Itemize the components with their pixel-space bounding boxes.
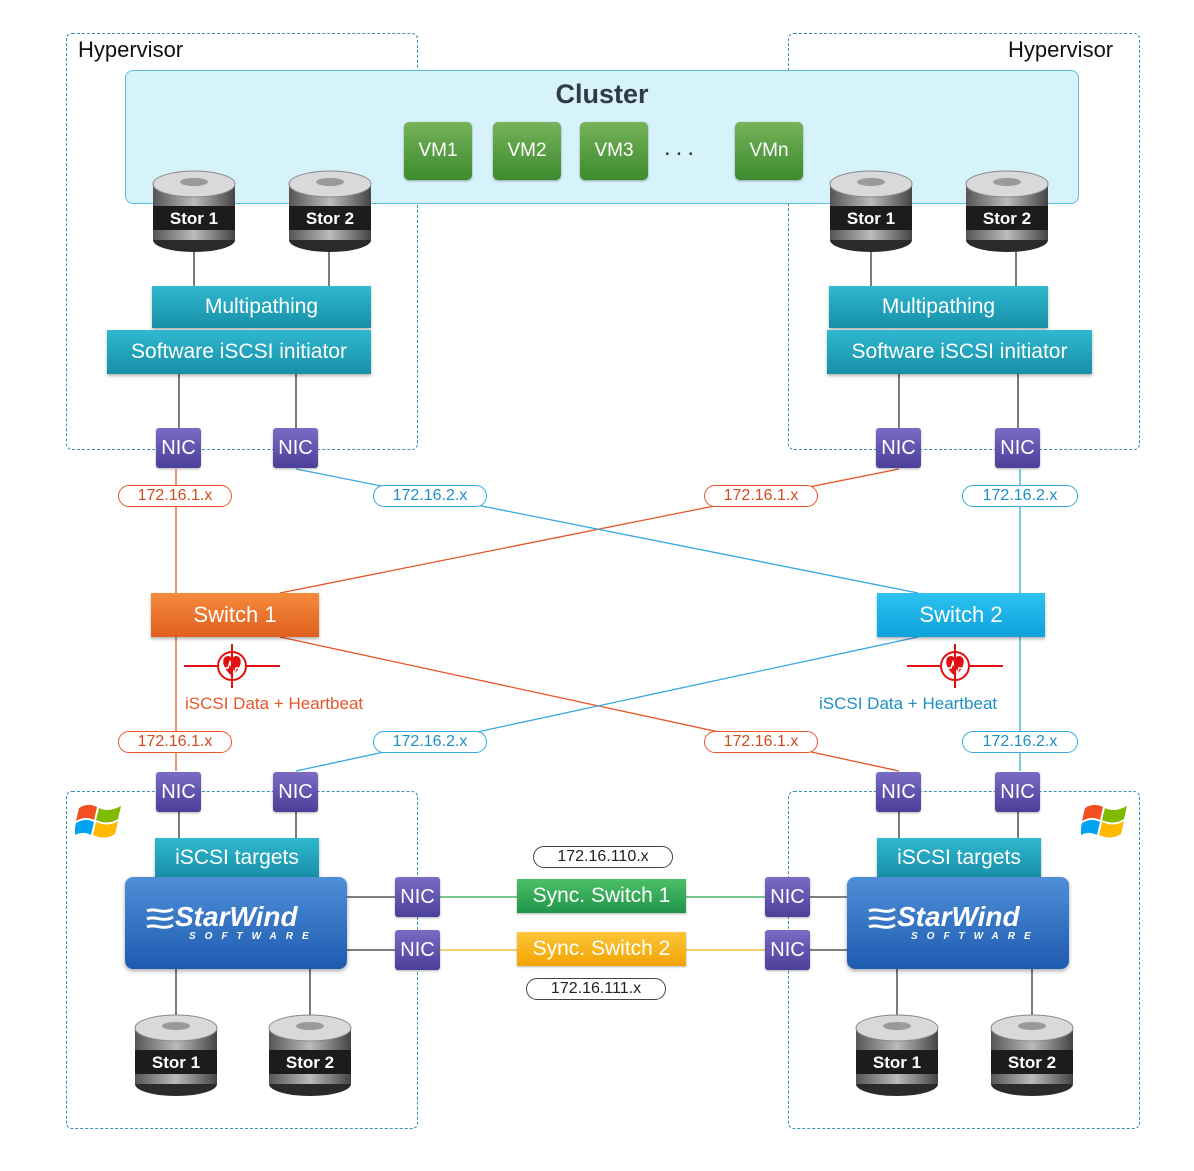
- starwind-sub: SOFTWARE: [911, 931, 1040, 942]
- hypervisor-box-right: [788, 33, 1140, 450]
- vm-1: VM1: [404, 122, 472, 180]
- subnet-label-net2-top-right: 172.16.2.x: [962, 485, 1078, 507]
- disk-label: Stor 2: [305, 209, 355, 228]
- disk-bottom-left-1: Stor 1: [133, 1012, 219, 1098]
- sync-switch-2: Sync. Switch 2: [517, 932, 686, 966]
- disk-label: Stor 1: [872, 1053, 922, 1072]
- nic-bottom-right-2: NIC: [995, 772, 1040, 812]
- vm-n: VMn: [735, 122, 803, 180]
- heartbeat-label-left: iSCSI Data + Heartbeat: [185, 694, 364, 713]
- database-icon: [152, 170, 236, 252]
- disk-top-right-2: Stor 2: [964, 168, 1050, 254]
- disk-bottom-left-2: Stor 2: [267, 1012, 353, 1098]
- database-icon: [829, 170, 913, 252]
- heartbeat-label-right: iSCSI Data + Heartbeat: [819, 694, 998, 713]
- subnet-label-sync2: 172.16.111.x: [526, 978, 666, 1000]
- nic-top-right-1: NIC: [876, 428, 921, 468]
- nic-bottom-left-1: NIC: [156, 772, 201, 812]
- subnet-label-net2-bottom-right: 172.16.2.x: [962, 731, 1078, 753]
- disk-label: Stor 1: [151, 1053, 201, 1072]
- switch-2: Switch 2: [877, 593, 1045, 637]
- heartbeat-icon-right: [907, 644, 1003, 688]
- nic-sync-left-2: NIC: [395, 930, 440, 970]
- vm-ellipsis: ...: [664, 134, 700, 161]
- subnet-label-net2-top-left: 172.16.2.x: [373, 485, 487, 507]
- disk-bottom-right-2: Stor 2: [989, 1012, 1075, 1098]
- initiator-box-left: Software iSCSI initiator: [107, 330, 371, 374]
- starwind-logo: StarWind: [897, 901, 1020, 932]
- hypervisor-label-left: Hypervisor: [78, 37, 184, 62]
- vm-2: VM2: [493, 122, 561, 180]
- multipathing-box-left: Multipathing: [152, 286, 371, 328]
- nic-top-left-1: NIC: [156, 428, 201, 468]
- nic-top-right-2: NIC: [995, 428, 1040, 468]
- disk-top-right-1: Stor 1: [828, 168, 914, 254]
- iscsi-targets-box-right: iSCSI targets: [877, 838, 1041, 878]
- disk-top-left-2: Stor 2: [287, 168, 373, 254]
- subnet-label-net1-top-left: 172.16.1.x: [118, 485, 232, 507]
- subnet-label-net2-bottom-left: 172.16.2.x: [373, 731, 487, 753]
- starwind-wave-icon: [868, 907, 896, 929]
- windows-logo-icon-left: [75, 804, 121, 838]
- nic-bottom-right-1: NIC: [876, 772, 921, 812]
- disk-label: Stor 2: [285, 1053, 335, 1072]
- disk-label: Stor 1: [846, 209, 896, 228]
- database-icon: [965, 170, 1049, 252]
- disk-label: Stor 1: [169, 209, 219, 228]
- cluster-title: Cluster: [555, 79, 649, 109]
- disk-bottom-right-1: Stor 1: [854, 1012, 940, 1098]
- starwind-logo: StarWind: [175, 901, 298, 932]
- hypervisor-label-right: Hypervisor: [1008, 37, 1114, 62]
- sync-switch-1: Sync. Switch 1: [517, 879, 686, 913]
- database-icon: [134, 1014, 218, 1096]
- starwind-wave-icon: [146, 907, 174, 929]
- nic-sync-right-1: NIC: [765, 877, 810, 917]
- database-icon: [855, 1014, 939, 1096]
- initiator-box-right: Software iSCSI initiator: [827, 330, 1092, 374]
- starwind-sub: SOFTWARE: [189, 931, 318, 942]
- disk-top-left-1: Stor 1: [151, 168, 237, 254]
- disk-label: Stor 2: [1007, 1053, 1057, 1072]
- database-icon: [990, 1014, 1074, 1096]
- nic-sync-right-2: NIC: [765, 930, 810, 970]
- heartbeat-icon-left: [184, 644, 280, 688]
- multipathing-box-right: Multipathing: [829, 286, 1048, 328]
- windows-logo-icon-right: [1081, 804, 1127, 838]
- subnet-label-sync1: 172.16.110.x: [533, 846, 673, 868]
- vm-3: VM3: [580, 122, 648, 180]
- hypervisor-box-left: [66, 33, 418, 450]
- starwind-server-right: StarWind SOFTWARE: [847, 877, 1069, 969]
- subnet-label-net1-top-right: 172.16.1.x: [704, 485, 818, 507]
- switch-1: Switch 1: [151, 593, 319, 637]
- subnet-label-net1-bottom-left: 172.16.1.x: [118, 731, 232, 753]
- nic-bottom-left-2: NIC: [273, 772, 318, 812]
- starwind-server-left: StarWind SOFTWARE: [125, 877, 347, 969]
- iscsi-targets-box-left: iSCSI targets: [155, 838, 319, 878]
- nic-top-left-2: NIC: [273, 428, 318, 468]
- database-icon: [288, 170, 372, 252]
- nic-sync-left-1: NIC: [395, 877, 440, 917]
- database-icon: [268, 1014, 352, 1096]
- subnet-label-net1-bottom-right: 172.16.1.x: [704, 731, 818, 753]
- disk-label: Stor 2: [982, 209, 1032, 228]
